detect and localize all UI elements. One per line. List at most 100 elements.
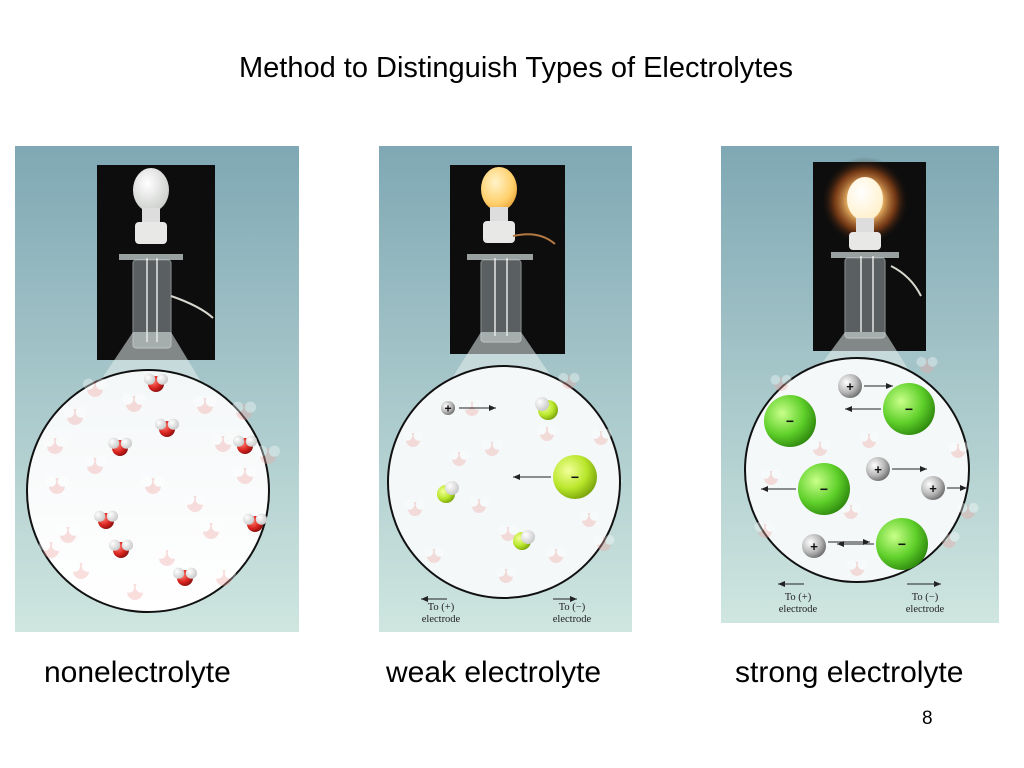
water-molecule [468, 496, 490, 513]
water-molecule [760, 468, 782, 485]
light-bulb-icon [847, 177, 883, 221]
water-molecule [578, 510, 600, 527]
water-molecule [593, 534, 615, 551]
electrode-label-positive-2: electrode [779, 604, 818, 615]
water-molecule [155, 547, 179, 566]
electrode-label-positive: To (+) [428, 602, 455, 613]
water-molecule [43, 435, 67, 454]
light-bulb-icon [133, 168, 169, 212]
water-molecule [141, 475, 165, 494]
nonelectrolyte-illustration [15, 146, 299, 632]
water-molecule [63, 406, 87, 425]
cation: + [921, 476, 967, 500]
water-molecule [545, 546, 567, 563]
water-molecule [840, 502, 862, 519]
svg-text:+: + [810, 539, 818, 554]
cation: + [866, 457, 927, 481]
anion: − [513, 455, 597, 499]
anion: − [761, 463, 850, 515]
strong-electrolyte-panel: − − − − + + + [721, 146, 999, 623]
magnified-view [26, 369, 270, 613]
water-molecule [423, 546, 445, 563]
water-molecule [212, 567, 236, 586]
cation: + [441, 401, 496, 416]
slide-title: Method to Distinguish Types of Electroly… [239, 52, 793, 84]
electrode-label-positive: To (+) [785, 592, 812, 603]
water-molecule [770, 374, 792, 391]
svg-text:+: + [846, 379, 854, 394]
water-molecule [481, 439, 503, 456]
cation: + [838, 374, 893, 398]
water-molecule [233, 465, 257, 484]
water-molecule [957, 502, 979, 519]
water-molecule [858, 431, 880, 448]
electrode-label-negative: To (−) [912, 592, 939, 603]
strong-electrolyte-illustration: − − − − + + + [721, 146, 999, 623]
page-number: 8 [922, 708, 933, 729]
water-molecule [39, 539, 64, 558]
caption-nonelectrolyte: nonelectrolyte [44, 656, 231, 689]
magnified-view [387, 365, 621, 599]
water-molecule [495, 566, 517, 583]
water-molecule [754, 521, 776, 538]
water-molecule [916, 356, 938, 373]
weak-electrolyte-panel: + − To (+) electrode To (−) electrode [379, 146, 632, 632]
anion: − [764, 395, 816, 447]
svg-text:+: + [874, 462, 882, 477]
svg-text:−: − [905, 401, 913, 417]
water-molecule [558, 372, 580, 389]
water-molecule [402, 430, 424, 447]
water-molecules [754, 356, 979, 576]
water-molecule [938, 531, 960, 548]
water-molecule [199, 520, 223, 539]
water-molecule [232, 401, 256, 420]
svg-text:−: − [898, 536, 906, 552]
water-molecule [108, 437, 132, 456]
water-molecule [83, 455, 107, 474]
cation: + [802, 534, 870, 558]
water-molecule [590, 428, 612, 445]
water-molecule [809, 439, 831, 456]
water-molecule [109, 539, 133, 558]
water-molecule [461, 399, 483, 416]
water-molecule [144, 373, 168, 392]
water-molecule [536, 424, 558, 441]
water-molecule [173, 567, 197, 586]
water-molecule [497, 524, 519, 541]
water-molecule [155, 418, 179, 437]
electrode-label-positive-2: electrode [422, 614, 461, 625]
svg-text:−: − [571, 469, 579, 485]
water-molecule [233, 435, 257, 454]
water-molecule [56, 524, 80, 543]
water-molecule [211, 433, 235, 452]
weak-electrolyte-illustration: + − To (+) electrode To (−) electrode [379, 146, 632, 632]
water-molecule [256, 445, 280, 464]
water-molecule [123, 581, 147, 600]
water-molecule [183, 493, 207, 512]
water-molecule [404, 499, 426, 516]
water-molecule [45, 475, 69, 494]
water-molecule [69, 560, 93, 579]
undissociated-acid [437, 397, 558, 550]
caption-strong-electrolyte: strong electrolyte [735, 656, 964, 689]
svg-text:+: + [929, 481, 937, 496]
svg-text:−: − [820, 481, 828, 497]
electrode-label-negative-2: electrode [906, 604, 945, 615]
water-molecule [846, 559, 868, 576]
water-molecule [243, 513, 267, 532]
water-molecule [448, 449, 470, 466]
water-molecules [402, 372, 615, 583]
water-molecule [83, 378, 107, 397]
light-bulb-icon [481, 167, 517, 211]
water-molecule [122, 393, 146, 412]
svg-text:+: + [444, 402, 451, 416]
electrode-label-negative-2: electrode [553, 614, 592, 625]
water-molecule [947, 441, 969, 458]
svg-text:−: − [786, 413, 794, 429]
water-molecule [193, 395, 217, 414]
nonelectrolyte-panel [15, 146, 299, 632]
electrode-label-negative: To (−) [559, 602, 586, 613]
water-molecules [39, 373, 280, 600]
caption-weak-electrolyte: weak electrolyte [386, 656, 602, 689]
water-molecule [94, 510, 118, 529]
